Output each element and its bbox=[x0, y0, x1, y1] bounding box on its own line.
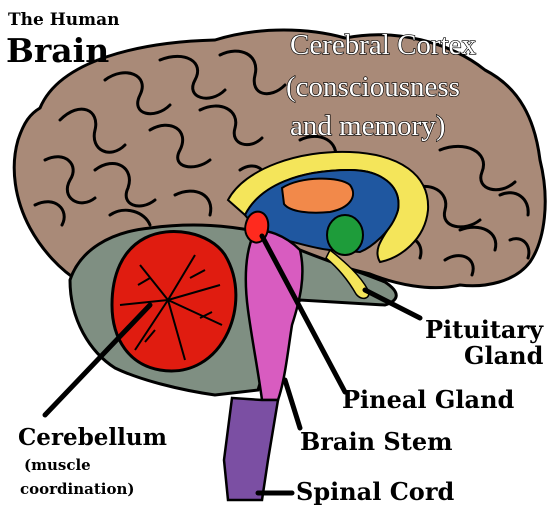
label-brain-stem: Brain Stem bbox=[300, 427, 452, 456]
label-cerebellum-line-2: (muscle bbox=[24, 456, 91, 474]
cerebellum bbox=[112, 232, 236, 371]
pointer-brain-stem bbox=[285, 380, 300, 428]
title-line-1: The Human bbox=[8, 10, 120, 30]
title-line-2: Brain bbox=[6, 31, 109, 70]
pituitary-gland bbox=[327, 215, 363, 255]
label-cerebellum-line-1: Cerebellum bbox=[18, 424, 167, 451]
thalamus bbox=[282, 179, 353, 213]
label-cortex-line-3: and memory) bbox=[290, 110, 445, 142]
spinal-cord bbox=[224, 398, 278, 500]
label-cortex-line-1: Cerebral Cortex bbox=[290, 29, 477, 61]
label-cortex-line-2: (consciousness bbox=[286, 71, 460, 103]
label-pituitary-line-1: Pituitary bbox=[425, 315, 544, 344]
label-pineal: Pineal Gland bbox=[342, 385, 515, 414]
label-spinal-cord: Spinal Cord bbox=[296, 477, 454, 506]
label-cerebellum-line-3: coordination) bbox=[20, 480, 135, 498]
label-pituitary-line-2: Gland bbox=[464, 341, 544, 370]
